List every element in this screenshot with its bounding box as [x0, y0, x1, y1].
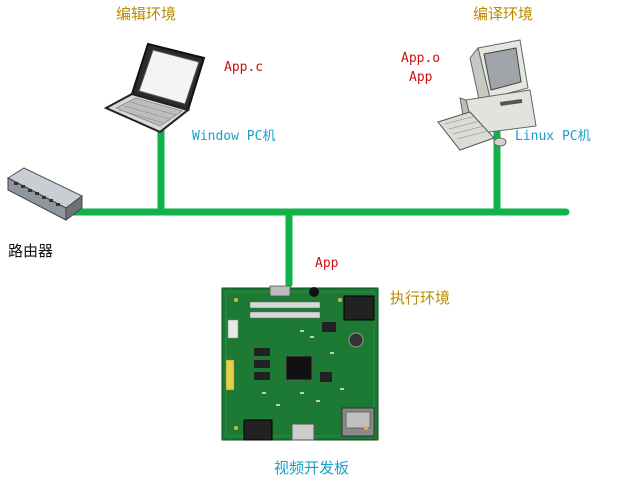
router-icon — [6, 167, 83, 221]
editor-file: App.c — [224, 60, 264, 75]
compiler-title: 编译环境 — [473, 5, 534, 23]
editor-title: 编辑环境 — [116, 5, 177, 23]
board-title: 执行环境 — [390, 289, 451, 307]
router-label: 路由器 — [8, 242, 54, 260]
compiler-binary-file: App — [409, 70, 433, 85]
board-label: 视频开发板 — [274, 459, 350, 477]
compiler-machine-label: Linux PC机 — [515, 129, 591, 144]
board-image — [221, 285, 379, 441]
desktop-icon — [437, 39, 537, 151]
board-file: App — [315, 256, 339, 271]
compiler-object-file: App.o — [401, 51, 441, 66]
editor-machine-label: Window PC机 — [192, 129, 276, 144]
laptop-icon — [103, 42, 206, 134]
